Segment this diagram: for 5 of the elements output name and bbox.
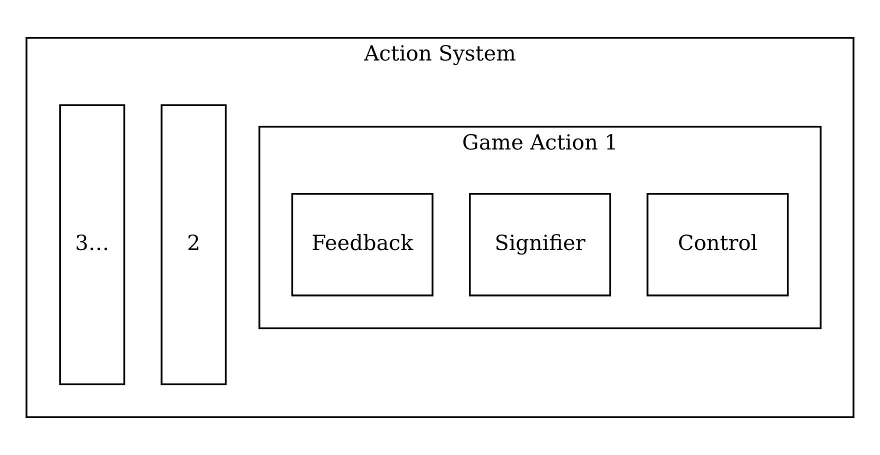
node-box: Control xyxy=(646,193,789,296)
node-box: Signifier xyxy=(468,193,612,296)
node-box: 2 xyxy=(160,104,227,386)
node-box: 3… xyxy=(59,104,126,386)
node-box: Feedback xyxy=(291,193,434,296)
